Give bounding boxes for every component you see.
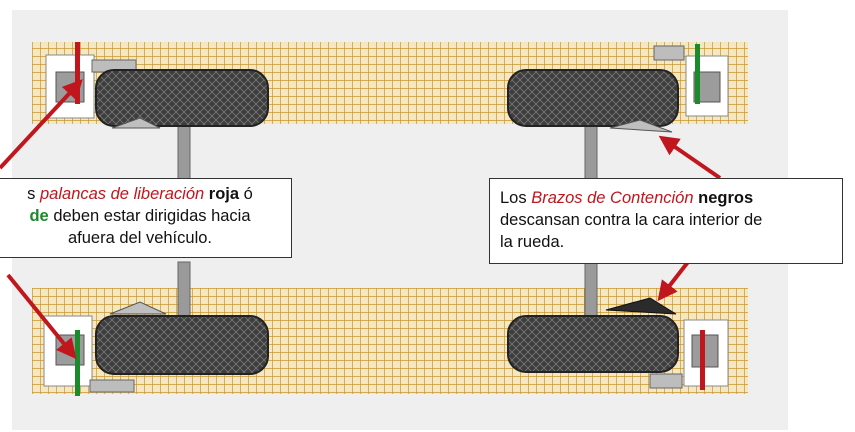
callout-containment-arms: Los Brazos de Contención negros descansa… xyxy=(489,178,843,264)
release-lever-icon xyxy=(695,44,700,104)
axle-icon xyxy=(177,124,598,321)
tire-icon xyxy=(507,69,679,127)
callout-right-line3: la rueda. xyxy=(500,233,565,251)
containment-arm-icon xyxy=(111,117,161,129)
callout-right-line2: descansan contra la cara interior de xyxy=(500,211,763,229)
wheel-dolly-icon xyxy=(45,42,269,129)
tire-icon xyxy=(95,315,269,375)
callout-right-red-italic: Brazos de Contención xyxy=(531,189,694,207)
release-lever-icon xyxy=(75,330,80,396)
callout-left-text: s xyxy=(27,185,40,203)
containment-arm-icon xyxy=(109,301,167,315)
containment-arm-icon xyxy=(609,119,673,133)
callout-left-line1: s palancas de liberación roja ó xyxy=(0,183,283,205)
callout-left-line3: afuera del vehículo. xyxy=(67,229,212,247)
callout-right-text: Los xyxy=(500,189,532,207)
release-lever-icon xyxy=(700,330,705,390)
tire-icon xyxy=(95,69,269,127)
callout-right-bold: negros xyxy=(698,189,754,207)
arrow-icon xyxy=(0,79,722,360)
callout-left-red-italic: palancas de liberación xyxy=(40,185,205,203)
wheel-dolly-icon xyxy=(507,44,729,133)
containment-arm-icon xyxy=(605,297,677,315)
callout-left-or: ó xyxy=(239,185,253,203)
callout-release-levers: s palancas de liberación roja ó de deben… xyxy=(0,178,292,258)
callout-left-green: de xyxy=(29,207,49,225)
callout-left-text-2: deben estar dirigidas hacia xyxy=(48,207,251,225)
tire-icon xyxy=(507,315,679,373)
release-lever-icon xyxy=(75,42,80,104)
callout-left-line2: de deben estar dirigidas hacia xyxy=(0,205,283,227)
wheel-dolly-icon xyxy=(507,297,729,390)
callout-right-line1: Los Brazos de Contención negros xyxy=(500,187,834,209)
callout-left-bold: roja xyxy=(208,185,240,203)
